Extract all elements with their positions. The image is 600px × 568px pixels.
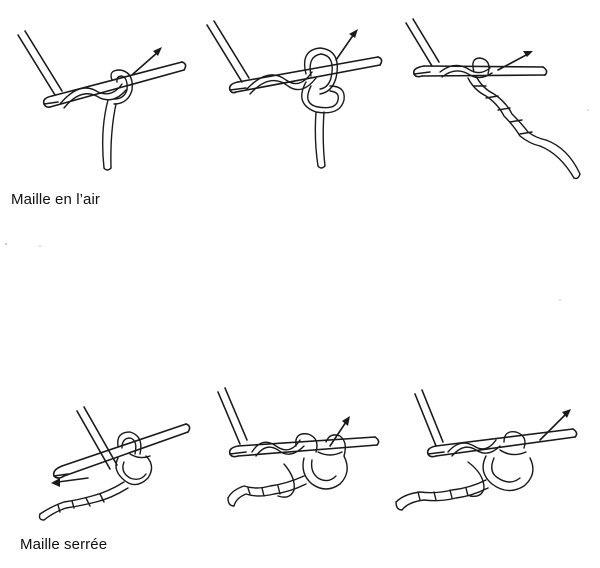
stick-icon bbox=[217, 391, 241, 445]
chain-stitch-caption: Maille en l’air bbox=[11, 191, 101, 208]
stick-icon bbox=[17, 34, 56, 96]
single-crochet-step-3-figure bbox=[395, 389, 578, 511]
stick-icon bbox=[206, 24, 243, 83]
single-crochet-caption: Maille serrée bbox=[20, 536, 108, 553]
scan-specks bbox=[5, 109, 589, 301]
chain-step-3-figure bbox=[405, 18, 581, 180]
chain-step-2-figure bbox=[206, 20, 383, 169]
chain-step-1-figure bbox=[17, 30, 187, 171]
stick-icon bbox=[414, 393, 437, 447]
crochet-hook-icon bbox=[423, 65, 544, 68]
stick-icon bbox=[405, 22, 433, 67]
crochet-hook-icon bbox=[237, 436, 376, 447]
single-crochet-step-2-figure bbox=[217, 387, 380, 507]
single-crochet-step-1-figure bbox=[38, 406, 191, 521]
crochet-hook-icon bbox=[61, 423, 187, 467]
stick-icon bbox=[76, 410, 111, 470]
